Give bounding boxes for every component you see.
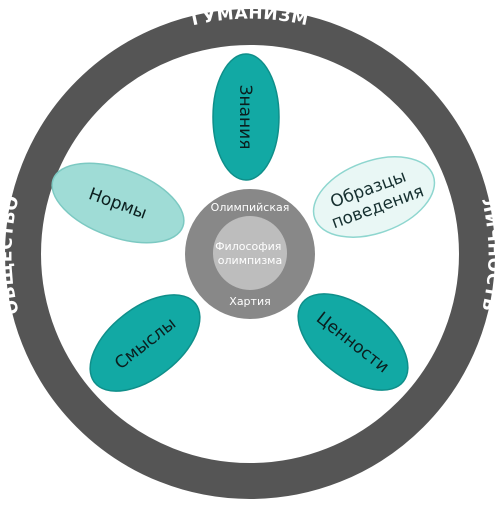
petal-znaniya-line-1: Знания (235, 85, 255, 150)
hub-core-line-2: олимпизма (218, 254, 282, 267)
petal-normy-shape (51, 162, 185, 244)
ring-label-left-text: ОБЩЕСТВО (0, 194, 23, 317)
petal-smysly: Смыслы (89, 294, 201, 392)
hub-core-label: Философия олимпизма (215, 240, 285, 267)
petal-smysly-shape (89, 294, 201, 392)
petal-znaniya-label: Знания (235, 85, 255, 150)
ring-label-right: ЛИЧНОСТЬ (477, 196, 500, 313)
petal-znaniya-shape (212, 53, 280, 181)
ring-label-right-text: ЛИЧНОСТЬ (477, 196, 500, 313)
outer-ring (5, 9, 495, 499)
hub-core (213, 216, 287, 290)
hub-label-top: Олимпийская (211, 201, 290, 214)
petal-tsennosti-shape (297, 293, 409, 391)
hub-label-bottom: Хартия (229, 295, 270, 308)
petal-obraztsy-shape (312, 156, 436, 238)
petal-znaniya: Знания (212, 53, 280, 181)
petal-normy: Нормы (51, 162, 185, 244)
petal-tsennosti: Ценности (297, 293, 409, 391)
petal-obraztsy: Образцы поведения (312, 156, 436, 238)
hub-core-line-1: Философия (215, 240, 281, 253)
ring-label-left: ОБЩЕСТВО (0, 194, 24, 317)
